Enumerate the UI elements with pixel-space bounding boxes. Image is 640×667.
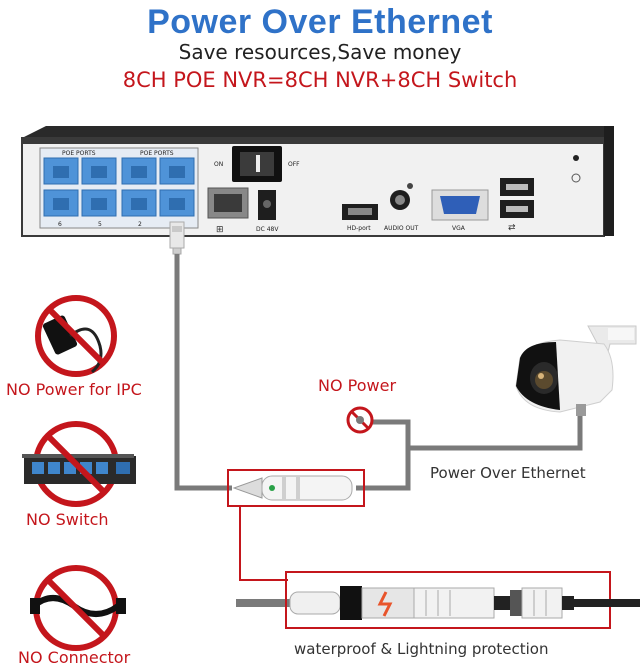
cables (174, 254, 583, 607)
switch-off-label: OFF (288, 161, 300, 168)
protection-closeup (289, 586, 640, 620)
no-power-adapter-icon (35, 295, 117, 377)
poe-ports: POE PORTS POE PORTS 6 5 2 1 (39, 147, 199, 229)
no-power-label: NO Power (318, 376, 397, 395)
ethernet-plug (169, 221, 185, 255)
vga-port: VGA (431, 189, 489, 232)
switch-on-label: ON (214, 161, 223, 168)
lan-port: ⊞ (207, 187, 249, 235)
no-switch-icon (22, 421, 136, 507)
poe-label: Power Over Ethernet (430, 464, 586, 482)
dc-label: DC 48V (256, 226, 279, 233)
poe-ports-label-left: POE PORTS (62, 150, 96, 157)
port-number-2: 2 (138, 221, 142, 228)
no-switch-label: NO Switch (26, 510, 109, 529)
hd-port-label: HD-port (347, 225, 371, 232)
port-number-6: 6 (58, 221, 62, 228)
no-power-symbol (346, 406, 374, 434)
usb-ports: ⇄ (500, 178, 534, 233)
poe-splitter (232, 475, 353, 501)
page-title: Power Over Ethernet (147, 3, 493, 41)
hdmi-port: HD-port (342, 204, 378, 232)
no-power-for-ipc-label: NO Power for IPC (6, 380, 142, 399)
ip-camera (515, 325, 637, 416)
audio-out-port: AUDIO OUT (384, 183, 419, 232)
poe-ports-label-right: POE PORTS (140, 150, 174, 157)
vga-label: VGA (452, 225, 466, 232)
no-connector-label: NO Connector (18, 648, 131, 667)
audio-out-label: AUDIO OUT (384, 225, 419, 232)
page-subtitle: Save resources,Save money (178, 40, 462, 64)
svg-text:⇄: ⇄ (508, 223, 516, 233)
dc-power-jack: DC 48V (256, 190, 279, 233)
no-connector-icon (30, 565, 126, 651)
nvr-device: POE PORTS POE PORTS 6 5 2 1 ON OFF ⊞ DC … (21, 126, 614, 237)
protection-label: waterproof & Lightning protection (294, 640, 549, 658)
svg-text:⊞: ⊞ (216, 225, 224, 235)
equation-text: 8CH POE NVR=8CH NVR+8CH Switch (122, 68, 518, 92)
port-number-5: 5 (98, 221, 102, 228)
power-switch[interactable]: ON OFF (214, 146, 300, 182)
